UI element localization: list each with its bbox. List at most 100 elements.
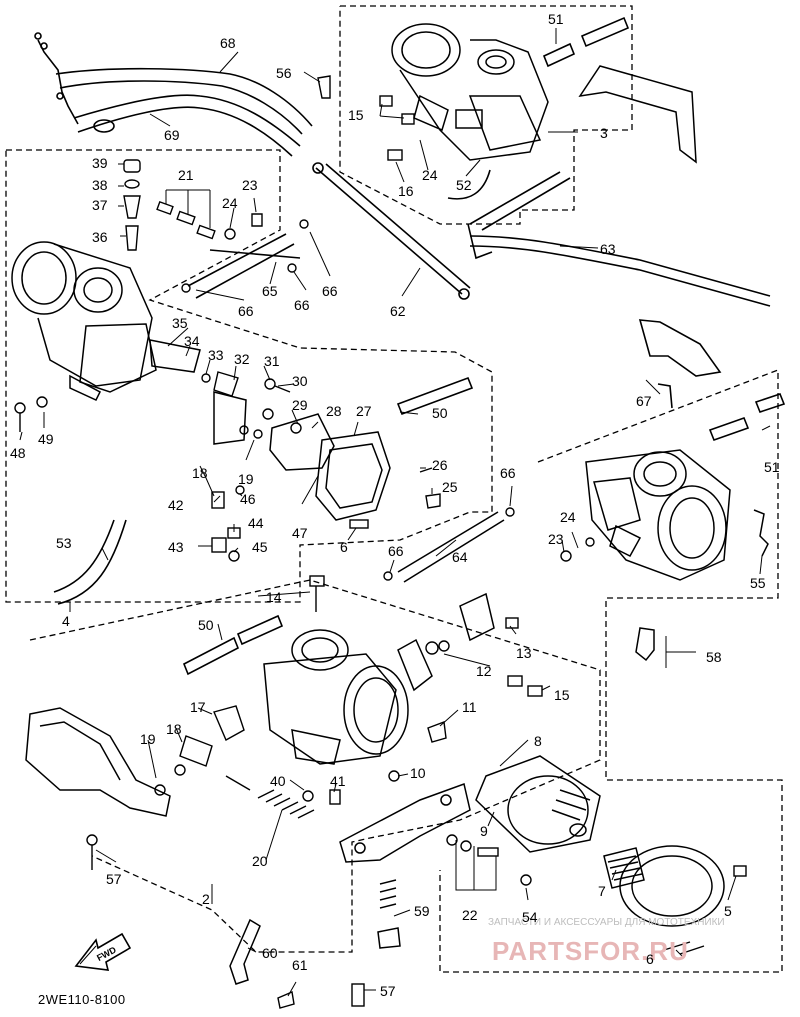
carburetor-top [391, 23, 697, 164]
clip-55 [753, 509, 769, 557]
callout-label: 11 [462, 699, 477, 715]
callout-label: 15 [554, 687, 570, 703]
callout-label: 28 [326, 403, 342, 419]
bracket-58 [635, 627, 655, 662]
callout-label: 6 [340, 539, 348, 555]
callout-labels: 68 69 56 51 15 3 16 24 52 39 38 21 23 37… [10, 11, 780, 999]
spring-59 [379, 879, 397, 909]
callout-label: 23 [242, 177, 258, 193]
throttle-shaft-63 [469, 235, 771, 297]
sleeve-50-top [396, 376, 474, 416]
callout-label: 43 [168, 539, 184, 555]
callout-label: 57 [106, 871, 122, 887]
group-boundaries [5, 5, 783, 973]
callout-label: 22 [462, 907, 478, 923]
callout-label: 21 [178, 167, 194, 183]
callout-label: 7 [598, 883, 606, 899]
callout-label: 35 [172, 315, 188, 331]
callout-label: 9 [480, 823, 488, 839]
callout-label: 8 [534, 733, 542, 749]
diagram-code: 2WE110-8100 [38, 992, 126, 1007]
callout-label: 29 [292, 397, 308, 413]
callout-label: 66 [294, 297, 310, 313]
callout-label: 27 [356, 403, 372, 419]
hose-52 [447, 169, 491, 200]
vacuum-chamber [475, 755, 601, 853]
callout-label: 69 [164, 127, 180, 143]
sleeve-50-bottom [182, 636, 240, 676]
callout-label: 67 [636, 393, 652, 409]
callout-label: 60 [262, 945, 278, 961]
callout-label: 49 [38, 431, 54, 447]
callout-label: 66 [238, 303, 254, 319]
callout-label: 57 [380, 983, 396, 999]
callout-label: 37 [92, 197, 108, 213]
callout-label: 50 [198, 617, 214, 633]
callout-label: 24 [222, 195, 238, 211]
callout-label: 42 [168, 497, 184, 513]
throttle-link-62 [315, 167, 463, 295]
callout-label: 66 [322, 283, 338, 299]
callout-label: 41 [330, 773, 346, 789]
callout-label: 4 [62, 613, 70, 629]
callout-label: 59 [414, 903, 430, 919]
callout-label: 44 [248, 515, 264, 531]
callout-label: 52 [456, 177, 472, 193]
fwd-arrow-icon: FWD [74, 932, 132, 971]
callout-label: 16 [398, 183, 414, 199]
callout-label: 63 [600, 241, 616, 257]
callout-label: 20 [252, 853, 268, 869]
callout-label: 65 [262, 283, 278, 299]
callout-label: 68 [220, 35, 236, 51]
hose-fitting-left [37, 39, 79, 125]
float-chamber-cover [213, 391, 391, 521]
callout-label: 3 [600, 125, 608, 141]
callout-label: 39 [92, 155, 108, 171]
callout-label: 25 [442, 479, 458, 495]
diaphragm-cover [603, 845, 725, 927]
callout-label: 56 [276, 65, 292, 81]
callout-label: 17 [190, 699, 206, 715]
sleeve-51-top [542, 42, 576, 68]
shaft-65 [187, 233, 287, 287]
callout-label: 12 [476, 663, 492, 679]
callout-label: 33 [208, 347, 224, 363]
fuel-hose-68-inner [59, 80, 303, 135]
callout-label: 45 [252, 539, 268, 555]
fuel-hose-68 [55, 67, 313, 127]
callout-label: 38 [92, 177, 108, 193]
leader-lines [19, 28, 771, 997]
callout-label: 18 [192, 465, 208, 481]
callout-label: 55 [750, 575, 766, 591]
callout-label: 14 [266, 589, 282, 605]
carburetor-right [585, 449, 731, 581]
hardware [14, 75, 747, 1009]
spring-20 [257, 789, 315, 819]
mounting-bracket-lower [339, 783, 471, 863]
callout-label: 26 [432, 457, 448, 473]
callout-label: 62 [390, 303, 406, 319]
callout-label: 58 [706, 649, 722, 665]
callout-label: 36 [92, 229, 108, 245]
sleeve-51-right [708, 416, 750, 442]
fuel-hose-69-inner [77, 106, 293, 157]
callout-label: 19 [140, 731, 156, 747]
callout-label: 66 [500, 465, 516, 481]
watermark-line-1: ЗАПЧАСТИ И АКСЕССУАРЫ ДЛЯ МОТОТЕХНИКИ [488, 917, 725, 928]
callout-label: 51 [764, 459, 780, 475]
callout-label: 48 [10, 445, 26, 461]
callout-label: 40 [270, 773, 286, 789]
boundary-group-right [439, 369, 783, 973]
callout-label: 23 [548, 531, 564, 547]
callout-label: 53 [56, 535, 72, 551]
carburetor-left [11, 241, 201, 401]
callout-label: 32 [234, 351, 250, 367]
shaft-64 [397, 511, 499, 573]
callout-label: 18 [166, 721, 182, 737]
callout-label: 64 [452, 549, 468, 565]
callout-label: 50 [432, 405, 448, 421]
callout-label: 5 [724, 903, 732, 919]
boundary-group-3 [339, 5, 633, 225]
hose-53 [53, 519, 115, 593]
